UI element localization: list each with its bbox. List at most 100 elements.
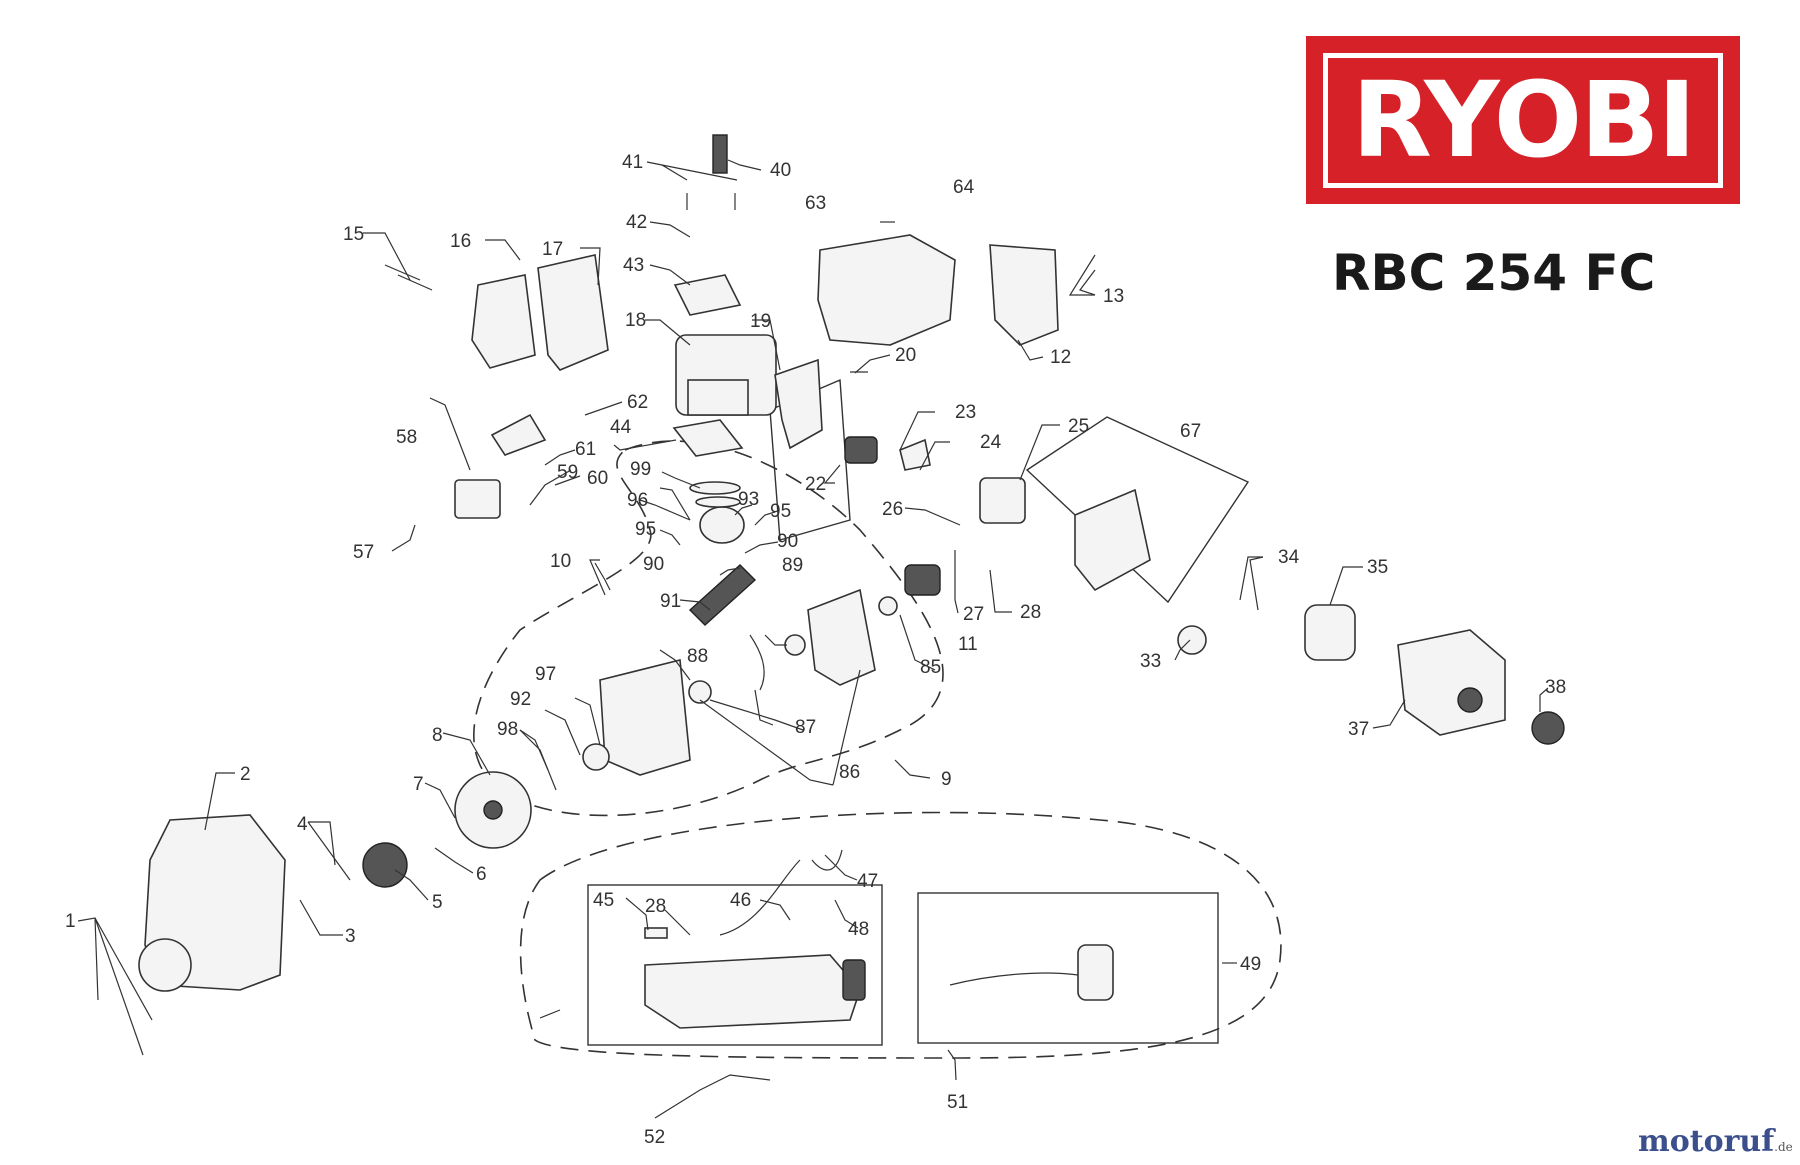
fuel-tank-group-outline (519, 811, 1282, 1059)
callout-64: 64 (953, 177, 975, 198)
callout-8: 8 (432, 725, 443, 746)
ryobi-logo-frame: RYOBI (1323, 52, 1723, 188)
intake-manifold (844, 436, 878, 464)
callout-26: 26 (882, 499, 903, 520)
ryobi-logo: RYOBI (1306, 36, 1740, 204)
callout-97: 97 (535, 664, 556, 685)
fuel-cap-strap (949, 972, 1079, 986)
callout-99: 99 (630, 459, 651, 480)
leader-lines (77, 159, 1549, 1119)
callout-28: 28 (1020, 602, 1041, 623)
fuel-cap (1077, 944, 1114, 1001)
primer-bulb (1177, 625, 1207, 655)
callout-17: 17 (542, 239, 563, 260)
filter-element (1304, 604, 1356, 661)
seal (878, 596, 898, 616)
heat-shield (537, 254, 609, 371)
clutch (362, 842, 408, 888)
callout-11: 11 (958, 634, 978, 655)
spark-plug (712, 134, 728, 174)
callout-20: 20 (895, 345, 916, 366)
callout-51: 51 (947, 1092, 968, 1113)
callout-46: 46 (730, 890, 751, 911)
model-title: RBC 254 FC (1332, 244, 1656, 302)
callout-67: 67 (1180, 421, 1201, 442)
callout-98: 98 (497, 719, 518, 740)
callout-15: 15 (343, 224, 364, 245)
callout-23: 23 (955, 402, 976, 423)
callout-59: 59 (557, 462, 578, 483)
callout-96: 96 (627, 490, 648, 511)
callout-86: 86 (839, 762, 860, 783)
callout-5: 5 (432, 892, 443, 913)
filter-cover (1397, 629, 1506, 736)
callout-19: 19 (750, 311, 771, 332)
callout-2: 2 (240, 764, 251, 785)
callout-18: 18 (625, 310, 646, 331)
callout-3: 3 (345, 926, 356, 947)
callout-33: 33 (1140, 651, 1161, 672)
gasket-bottom (672, 419, 744, 457)
choke-lever (904, 564, 941, 596)
callout-85: 85 (920, 657, 941, 678)
callout-88: 88 (687, 646, 708, 667)
callout-10: 10 (550, 551, 571, 572)
seal-2 (582, 743, 610, 771)
callout-95a: 95 (770, 501, 791, 522)
callout-27: 27 (963, 604, 984, 625)
top-shroud (817, 234, 956, 346)
crankcase-half (807, 588, 876, 686)
callout-38: 38 (1545, 677, 1566, 698)
air-filter-base (1074, 488, 1151, 592)
callout-52: 52 (644, 1127, 665, 1148)
callout-47: 47 (857, 871, 878, 892)
watermark-tld: .de (1774, 1140, 1793, 1154)
ignition-cover (471, 274, 536, 369)
ryobi-logo-text: RYOBI (1351, 59, 1696, 181)
carburetor (979, 477, 1026, 524)
callout-25: 25 (1068, 416, 1089, 437)
callout-6: 6 (476, 864, 487, 885)
piston-ring-1 (689, 481, 741, 495)
bearing-2 (784, 634, 806, 656)
callout-93: 93 (738, 489, 759, 510)
callout-43: 43 (623, 255, 644, 276)
cover-knob (1531, 711, 1565, 745)
callout-24: 24 (980, 432, 1002, 453)
piston-ring-2 (695, 496, 741, 508)
watermark: motoruf.de (1638, 1124, 1793, 1159)
callout-1: 1 (65, 911, 76, 932)
gasket-top (673, 274, 742, 316)
crankshaft (688, 564, 757, 626)
ignition-coil (454, 479, 501, 519)
fuel-cap-box (917, 892, 1219, 1044)
callout-48: 48 (848, 919, 869, 940)
callout-57: 57 (353, 542, 374, 563)
fan-cover (989, 244, 1059, 346)
fuel-line-46 (719, 859, 801, 936)
callout-45: 45 (593, 890, 614, 911)
callout-58: 58 (396, 427, 417, 448)
engine-group-outline (473, 440, 944, 817)
callout-34: 34 (1278, 547, 1300, 568)
callout-61: 61 (575, 439, 596, 460)
wire-harness (749, 634, 765, 691)
callout-labels: 1 2 3 4 5 6 7 8 9 10 11 12 13 15 16 17 1… (65, 152, 1566, 1148)
callout-35: 35 (1367, 557, 1388, 578)
cylinder-base (687, 379, 749, 416)
fuel-filter (644, 927, 668, 939)
fuel-tank-box (587, 884, 883, 1046)
callout-12: 12 (1050, 347, 1071, 368)
callout-90b: 90 (643, 554, 664, 575)
screws (384, 193, 895, 1019)
callout-22: 22 (805, 474, 826, 495)
ignition-cap (490, 413, 547, 456)
fuel-tank (644, 954, 861, 1029)
callout-92: 92 (510, 689, 531, 710)
callout-91: 91 (660, 591, 681, 612)
callout-62: 62 (627, 392, 648, 413)
callout-95b: 95 (635, 519, 656, 540)
callout-37: 37 (1348, 719, 1369, 740)
callout-87: 87 (795, 717, 816, 738)
